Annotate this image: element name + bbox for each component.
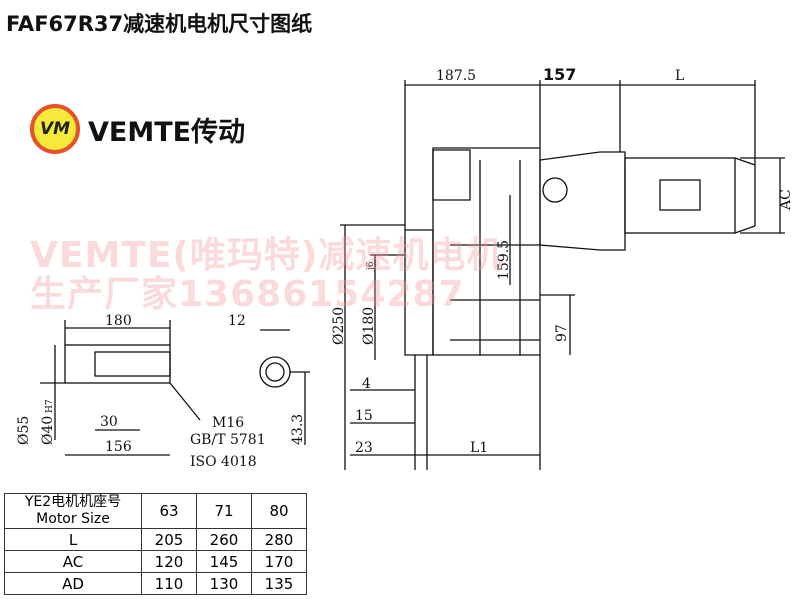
dim-159-5: 159.5 <box>496 240 512 280</box>
cell: 145 <box>196 550 252 573</box>
cell: 120 <box>141 550 197 573</box>
size-cell: 71 <box>196 493 252 529</box>
cell: 110 <box>141 572 197 595</box>
dim-23: 23 <box>355 440 373 456</box>
page-title: FAF67R37减速机电机尺寸图纸 <box>6 12 313 36</box>
header-cn: YE2电机机座号 <box>24 494 122 510</box>
dim-250: Ø250 <box>331 307 347 345</box>
dim-97: 97 <box>554 324 570 342</box>
size-cell: 80 <box>251 493 307 529</box>
bolt-iso: ISO 4018 <box>190 454 257 470</box>
dim-shaft-55: Ø55 <box>16 416 32 445</box>
cell: 170 <box>251 550 307 573</box>
dim-157: 157 <box>543 65 576 84</box>
bolt-m16: M16 <box>212 415 244 431</box>
cell: 135 <box>251 572 307 595</box>
watermark-line-2: 生产厂家13686154287 <box>30 274 465 315</box>
brand-logo: VM VEMTE传动 <box>30 104 245 154</box>
row-label: AC <box>4 550 142 573</box>
dim-shaft-30: 30 <box>100 414 118 430</box>
dim-shaft-40: Ø40 <box>40 416 56 445</box>
row-label: AD <box>4 572 142 595</box>
dim-15: 15 <box>355 408 373 424</box>
dim-shaft-40-tol: H7 <box>45 399 55 413</box>
bolt-gb: GB/T 5781 <box>190 432 266 448</box>
cell: 205 <box>141 528 197 551</box>
dim-AC: AC <box>778 189 794 211</box>
header-en: Motor Size <box>36 511 110 527</box>
dim-L1: L1 <box>470 440 488 456</box>
cell: 280 <box>251 528 307 551</box>
dim-shaft-156: 156 <box>105 439 132 455</box>
dim-shaft-180: 180 <box>105 313 132 329</box>
cell: 260 <box>196 528 252 551</box>
dim-shaft-43-3: 43.3 <box>290 414 306 445</box>
dim-4: 4 <box>362 376 371 392</box>
cell: 130 <box>196 572 252 595</box>
dim-180-tol: j6 <box>366 261 376 271</box>
logo-badge: VM <box>30 104 80 154</box>
dim-180: Ø180 <box>361 307 377 345</box>
dim-187-5: 187.5 <box>436 68 476 84</box>
size-cell: 63 <box>141 493 197 529</box>
dim-shaft-12: 12 <box>228 313 246 329</box>
row-label: L <box>4 528 142 551</box>
dim-L: L <box>675 68 684 84</box>
logo-name: VEMTE传动 <box>88 116 246 148</box>
watermark-line-1: VEMTE(唯玛特)减速机电机 <box>30 235 504 276</box>
